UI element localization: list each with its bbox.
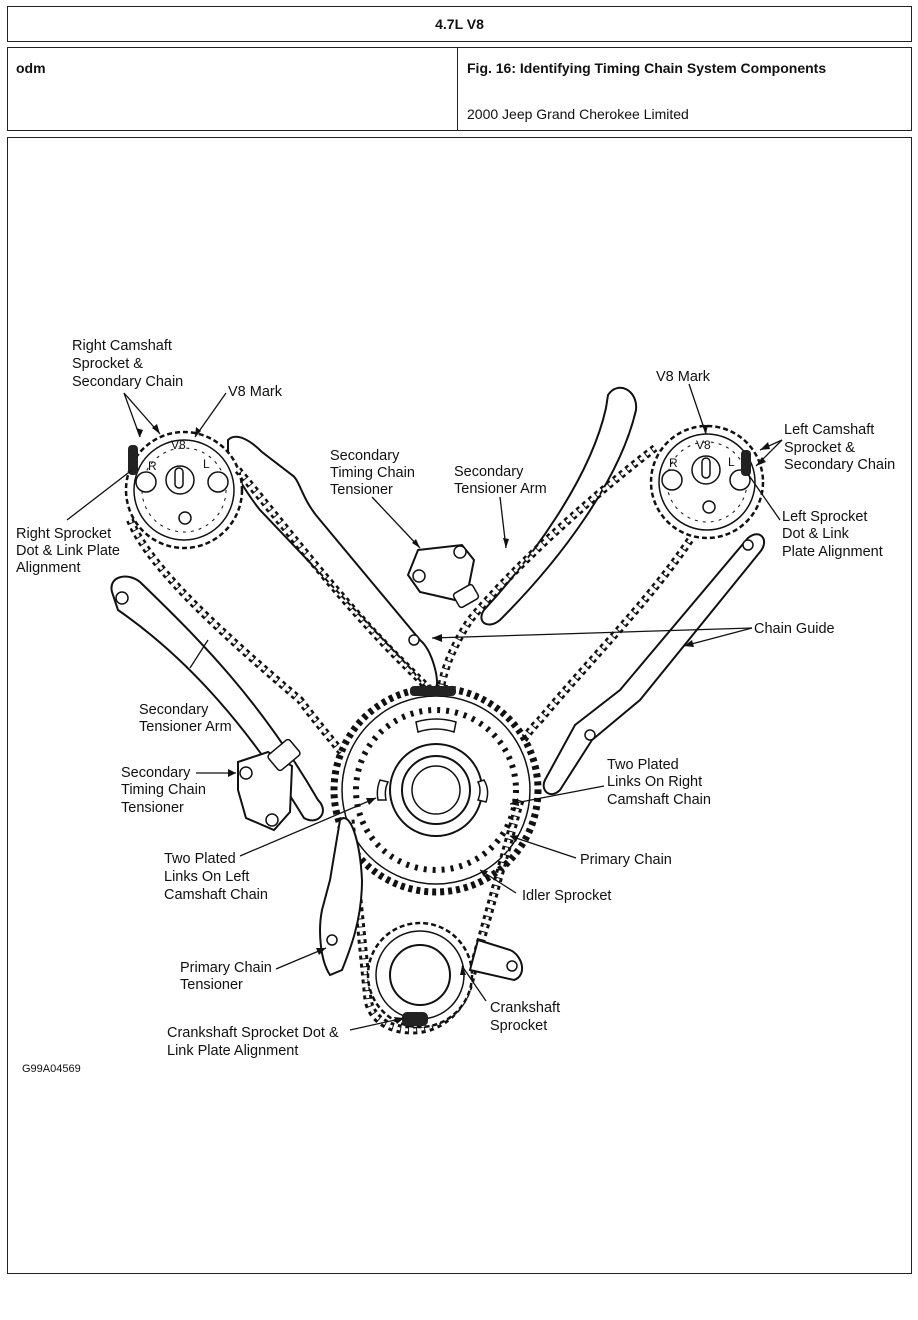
label-left-sprocket-2: Dot & Link	[782, 526, 850, 542]
label-sec-arm-top-2: Tensioner Arm	[454, 481, 547, 497]
cam-v8-left: V8	[171, 438, 186, 452]
label-left-sprocket-1: Left Sprocket	[782, 509, 867, 525]
label-sec-arm-top-1: Secondary	[454, 464, 524, 480]
crankshaft-sprocket	[366, 921, 474, 1029]
cam-l-left: L	[203, 457, 210, 471]
label-crank-sprocket-2: Sprocket	[490, 1018, 547, 1034]
upper-secondary-tensioner	[406, 543, 480, 609]
info-row: odm Fig. 16: Identifying Timing Chain Sy…	[7, 47, 912, 131]
source-label: odm	[16, 60, 46, 76]
label-right-sprocket-2: Dot & Link Plate	[16, 543, 120, 559]
source-cell: odm	[8, 48, 458, 130]
primary-chain-tensioner	[319, 817, 364, 977]
vehicle-name: 2000 Jeep Grand Cherokee Limited	[467, 106, 689, 122]
cam-v8-right: V8	[696, 438, 711, 452]
label-primary-tensioner-1: Primary Chain	[180, 960, 272, 976]
label-two-plated-right-2: Links On Right	[607, 774, 702, 790]
label-sec-tensioner-left-2: Timing Chain	[121, 782, 206, 798]
figure-code: G99A04569	[22, 1063, 81, 1075]
right-camshaft-sprocket	[124, 430, 244, 550]
label-sec-tensioner-top-3: Tensioner	[330, 482, 393, 498]
label-two-plated-left-1: Two Plated	[164, 851, 236, 867]
label-v8-mark-right: V8 Mark	[656, 369, 711, 385]
label-two-plated-left-3: Camshaft Chain	[164, 887, 268, 903]
label-crank-dot-1: Crankshaft Sprocket Dot &	[167, 1025, 339, 1041]
figure-title: Fig. 16: Identifying Timing Chain System…	[467, 60, 827, 76]
label-v8-mark-left: V8 Mark	[228, 384, 283, 400]
left-chain-guide	[227, 435, 438, 692]
label-right-cam-2: Sprocket &	[72, 356, 143, 372]
label-two-plated-left-2: Links On Left	[164, 869, 249, 885]
label-left-cam-1: Left Camshaft	[784, 422, 874, 438]
label-right-cam-1: Right Camshaft	[72, 338, 172, 354]
leader-lines	[66, 383, 783, 1031]
label-sec-tensioner-left-1: Secondary	[121, 765, 191, 781]
cam-l-right: L	[728, 455, 735, 469]
label-left-cam-2: Sprocket &	[784, 440, 855, 456]
label-sec-tensioner-top-2: Timing Chain	[330, 465, 415, 481]
title-bar: 4.7L V8	[7, 6, 912, 42]
label-sec-tensioner-top-1: Secondary	[330, 448, 400, 464]
diagram-frame	[7, 137, 912, 1274]
label-two-plated-right-3: Camshaft Chain	[607, 792, 711, 808]
primary-chain	[345, 798, 525, 1035]
label-sec-tensioner-left-3: Tensioner	[121, 800, 184, 816]
label-left-sprocket-3: Plate Alignment	[782, 544, 883, 560]
label-right-cam-3: Secondary Chain	[72, 374, 183, 390]
label-left-cam-3: Secondary Chain	[784, 457, 895, 473]
cam-r-right: R	[669, 456, 678, 470]
left-camshaft-sprocket	[649, 424, 765, 540]
engine-title: 4.7L V8	[435, 16, 484, 32]
cam-r-left: R	[148, 459, 157, 473]
label-right-sprocket-3: Alignment	[16, 560, 80, 576]
label-idler-sprocket: Idler Sprocket	[522, 888, 611, 904]
right-chain-guide	[542, 533, 766, 796]
label-chain-guide: Chain Guide	[754, 621, 835, 637]
label-sec-arm-left-2: Tensioner Arm	[139, 719, 232, 735]
left-secondary-tensioner	[237, 738, 301, 832]
idler-sprocket	[330, 684, 542, 896]
label-primary-chain: Primary Chain	[580, 852, 672, 868]
right-tensioner-arm	[480, 386, 638, 626]
label-primary-tensioner-2: Tensioner	[180, 977, 243, 993]
label-sec-arm-left-1: Secondary	[139, 702, 209, 718]
label-crank-sprocket-1: Crankshaft	[490, 1000, 560, 1016]
label-crank-dot-2: Link Plate Alignment	[167, 1043, 298, 1059]
label-two-plated-right-1: Two Plated	[607, 757, 679, 773]
label-right-sprocket-1: Right Sprocket	[16, 526, 111, 542]
